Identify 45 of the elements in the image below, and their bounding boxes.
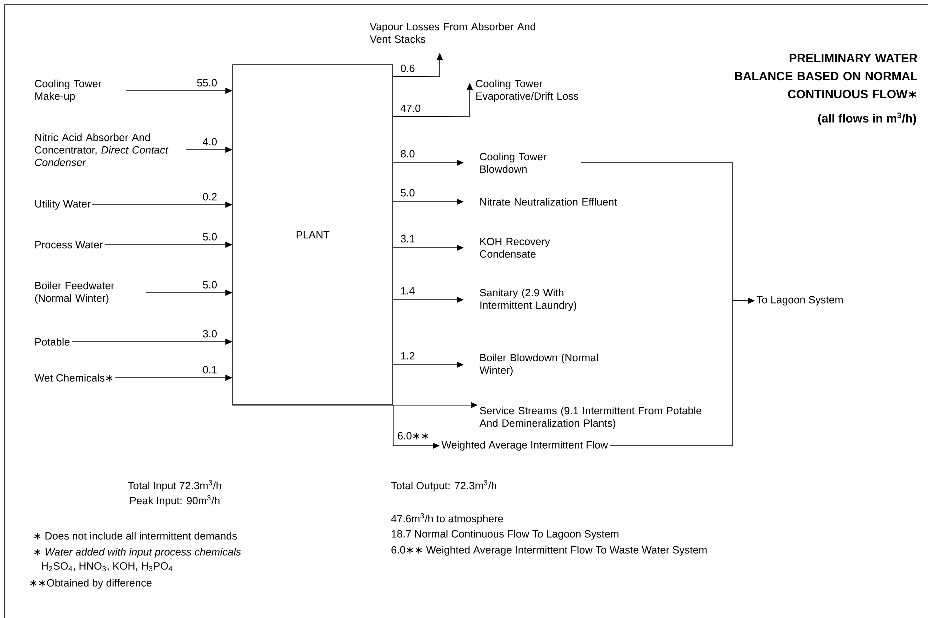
- edge-label: 5.0: [203, 281, 217, 289]
- flow-label: KOH Recovery Condensate: [480, 238, 550, 258]
- plant-box: PLANT: [232, 64, 394, 406]
- edge-label: 5.0: [401, 189, 415, 197]
- summary-note: 6.0∗∗ Weighted Average Intermittent Flow To Waste Water System: [392, 546, 707, 556]
- edge-label: 0.6: [401, 64, 415, 72]
- edge-label: 47.0: [400, 104, 421, 112]
- flow-label: Boiler Blowdown (Normal Winter): [480, 354, 598, 376]
- footnote: H$_{2}$SO$_{4}$, HNO$_{3}$, KOH, H$_{3}$PO$_{4}$: [42, 562, 173, 572]
- flow-label: Cooling Tower Blowdown: [480, 152, 547, 174]
- flow-label: Wet Chemicals∗: [34, 374, 113, 382]
- total-note: Total Input 72.3m$^{3}$/h: [128, 480, 222, 492]
- flow-label: To Lagoon System: [756, 296, 843, 306]
- edge-label: 4.0: [203, 138, 217, 146]
- total-note: Total Output: 72.3m$^{3}$/h: [391, 480, 496, 492]
- flow-label: Sanitary (2.9 With Intermittent Laundry): [480, 288, 576, 312]
- flow-label: Utility Water: [36, 200, 91, 210]
- flow-label: Nitrate Neutralization Effluent: [480, 198, 618, 206]
- edge-label: 0.1: [203, 366, 217, 374]
- edge-label: 3.1: [401, 235, 415, 243]
- total-note: Peak Input: 90m$^{3}$/h: [130, 495, 220, 507]
- edge-label: 5.0: [203, 233, 217, 241]
- flow-label: Process Water: [36, 241, 103, 249]
- flow-label: Weighted Average Intermittent Flow: [442, 441, 608, 451]
- edge-label: 55.0: [197, 79, 217, 87]
- flow-label: Vapour Losses From Absorber And Vent Stacks: [370, 22, 536, 44]
- edge-label: 8.0: [401, 150, 415, 158]
- flow-label: Cooling Tower Make-up: [35, 80, 102, 102]
- summary-note: 18.7 Normal Continuous Flow To Lagoon System: [392, 530, 619, 540]
- title: PRELIMINARY WATER BALANCE BASED ON NORMAL CONTINUOUS FLOW∗: [735, 54, 918, 99]
- edge-label: 1.4: [401, 287, 415, 295]
- edge-label: 0.2: [203, 193, 217, 201]
- edge-label: 3.0: [203, 330, 217, 338]
- edge-label: 6.0∗∗: [398, 432, 428, 440]
- flow-label: Nitric Acid Absorber And Concentrator, Direct Contact Condenser: [35, 134, 169, 166]
- flow-label: Potable: [36, 338, 70, 346]
- flow-label: Cooling Tower Evaporative/Drift Loss: [476, 80, 579, 102]
- flow-label: Service Streams (9.1 Intermittent From Potable And Demineralization Plants): [480, 406, 702, 430]
- units-note: (all flows in m$^{3}$/h): [818, 112, 916, 126]
- flow-label: Boiler Feedwater (Normal Winter): [35, 282, 114, 304]
- summary-note: 47.6m$^{3}$/h to atmosphere: [391, 513, 504, 525]
- footnote: ∗ Water added with input process chemicals: [34, 548, 242, 558]
- footnote: ∗∗Obtained by difference: [30, 579, 152, 589]
- edge-label: 1.2: [401, 352, 415, 360]
- footnote: ∗ Does not include all intermittent demands: [34, 532, 238, 540]
